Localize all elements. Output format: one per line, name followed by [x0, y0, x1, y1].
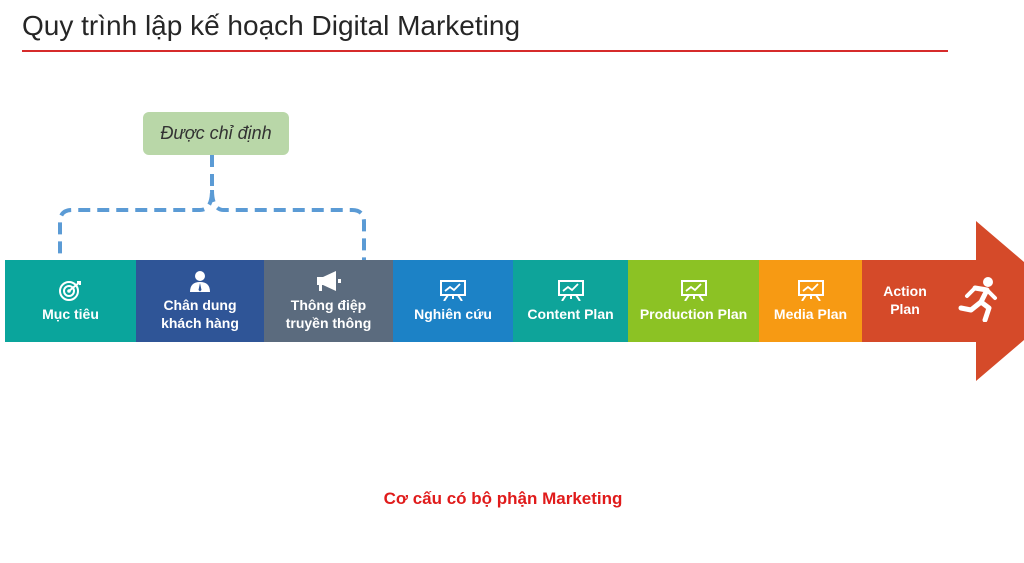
callout-box: Được chỉ định: [143, 112, 289, 155]
step-label: Content Plan: [527, 306, 614, 322]
step-label: Chân dung khách hàng: [161, 297, 239, 331]
step-label: Mục tiêu: [42, 306, 99, 322]
footer-note: Cơ cấu có bộ phận Marketing: [383, 489, 623, 508]
step-action-plan: Action Plan: [883, 283, 927, 317]
target-icon: [58, 281, 81, 301]
presentation-icon: [440, 280, 466, 301]
step-label: Nghiên cứu: [414, 306, 492, 322]
presentation-icon: [680, 280, 707, 301]
running-man-icon: [958, 277, 997, 322]
step-media-plan: Media Plan: [759, 260, 862, 342]
slide-title: Quy trình lập kế hoạch Digital Marketing: [22, 10, 521, 41]
person-icon: [190, 271, 210, 292]
step-content-plan: Content Plan: [513, 260, 628, 342]
step-label: Media Plan: [773, 306, 848, 322]
step-label: Thông điệp truyền thông: [285, 297, 372, 331]
step-label: Production Plan: [639, 306, 748, 322]
megaphone-icon: [316, 271, 341, 291]
step-thong-diep-truyen-thong: Thông điệp truyền thông: [264, 260, 393, 342]
title-underline: [22, 50, 948, 52]
presentation-icon: [797, 280, 824, 301]
presentation-icon: [557, 280, 584, 301]
step-nghien-cuu: Nghiên cứu: [393, 260, 513, 342]
step-muc-tieu: Mục tiêu: [5, 260, 136, 342]
step-chan-dung-khach-hang: Chân dung khách hàng: [136, 260, 264, 342]
step-production-plan: Production Plan: [628, 260, 759, 342]
